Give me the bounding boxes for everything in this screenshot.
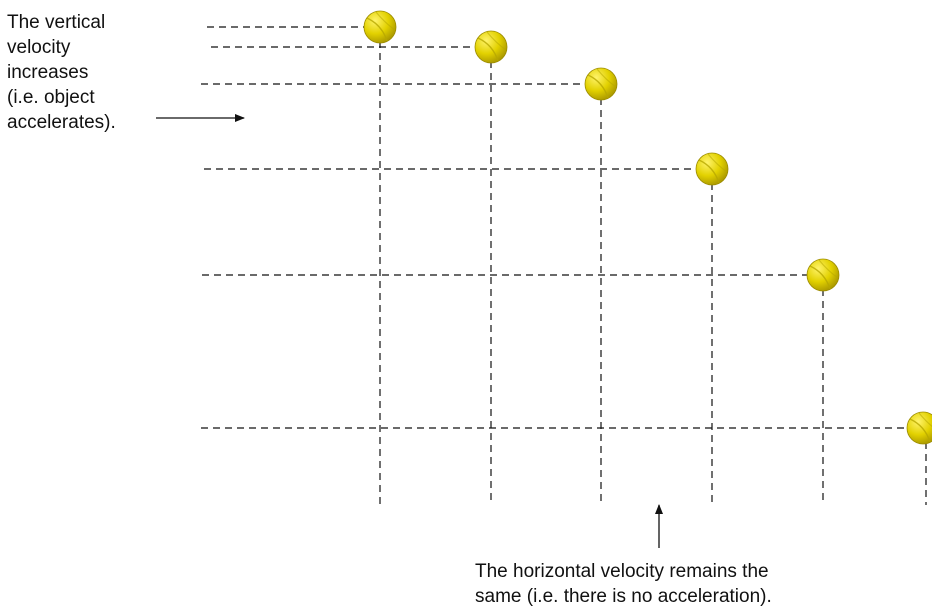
- ball-positions: [363, 10, 932, 445]
- tennis-ball-icon: [695, 152, 729, 186]
- annotation-line: accelerates).: [7, 112, 116, 133]
- tennis-ball-icon: [806, 258, 840, 292]
- annotation-line: (i.e. object: [7, 87, 95, 108]
- tennis-ball-icon: [363, 10, 397, 44]
- tennis-ball-icon: [584, 67, 618, 101]
- annotation-line: increases: [7, 62, 89, 83]
- vertical-dashed-lines: [379, 41, 927, 505]
- tennis-ball-icon: [906, 411, 932, 445]
- horizontal-dashed-lines: [201, 26, 909, 429]
- annotation-line: same (i.e. there is no acceleration).: [475, 586, 772, 607]
- tennis-ball-icon: [474, 30, 508, 64]
- horizontal-velocity-annotation: The horizontal velocity remains the same…: [475, 559, 772, 609]
- annotation-line: The vertical: [7, 12, 106, 33]
- annotation-line: velocity: [7, 37, 71, 58]
- annotation-line: The horizontal velocity remains the: [475, 561, 769, 582]
- vertical-velocity-annotation: The vertical velocity increases (i.e. ob…: [7, 10, 116, 135]
